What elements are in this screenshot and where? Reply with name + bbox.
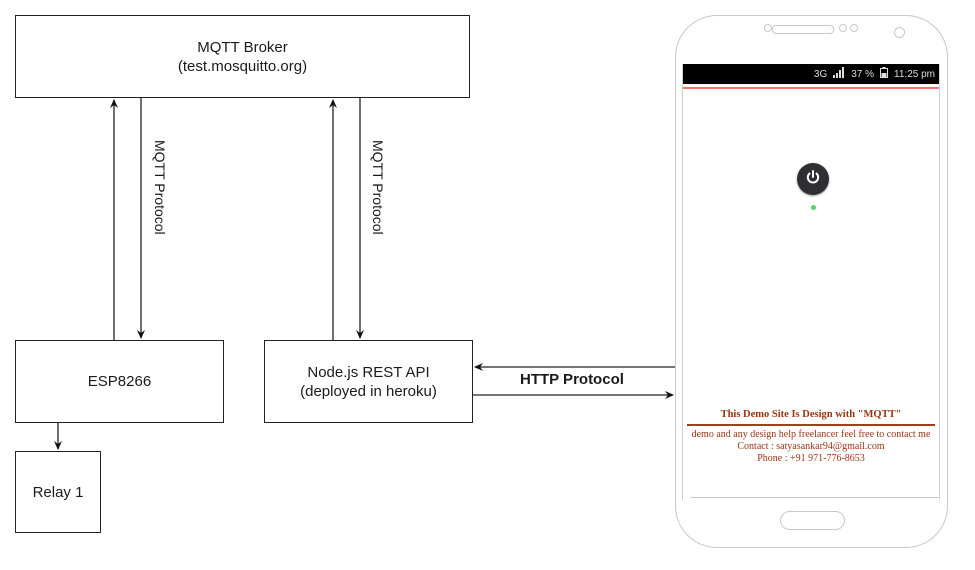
smartphone-mockup: 3G 37 % 11:25 pm This Demo Site Is Desig… <box>675 15 948 548</box>
mqtt-broker-node: MQTT Broker (test.mosquitto.org) <box>15 15 470 98</box>
footer-divider <box>687 424 935 426</box>
mqtt-protocol-label-right: MQTT Protocol <box>370 140 386 235</box>
footer-title: This Demo Site Is Design with "MQTT" <box>720 409 902 420</box>
footer-contact-email[interactable]: Contact : satyasankar94@gmail.com <box>737 440 885 452</box>
mqtt-protocol-label-left: MQTT Protocol <box>152 140 168 235</box>
power-toggle-button[interactable] <box>797 163 829 195</box>
broker-title: MQTT Broker <box>197 38 288 56</box>
nodejs-api-node: Node.js REST API (deployed in heroku) <box>264 340 473 423</box>
esp-label: ESP8266 <box>87 373 152 390</box>
status-led-icon <box>811 205 816 210</box>
phone-screen: 3G 37 % 11:25 pm This Demo Site Is Desig… <box>682 64 940 500</box>
footer-description: demo and any design help freelancer feel… <box>691 428 931 440</box>
header-accent-line <box>683 87 939 89</box>
nodeapi-host: (deployed in heroku) <box>300 382 437 400</box>
earpiece-speaker-icon <box>772 25 834 34</box>
footer-phone: Phone : +91 971-776-8653 <box>757 452 865 464</box>
relay-node: Relay 1 <box>15 451 101 533</box>
screen-bottom-divider <box>691 497 939 498</box>
sensor-dot-icon <box>764 24 772 32</box>
power-icon <box>805 169 821 190</box>
battery-percent: 37 % <box>851 68 875 80</box>
battery-icon <box>880 67 889 81</box>
relay-label: Relay 1 <box>32 483 84 501</box>
sensor-dot-icon <box>839 24 847 32</box>
status-bar: 3G 37 % 11:25 pm <box>683 64 939 84</box>
nodeapi-title: Node.js REST API <box>307 363 430 381</box>
front-camera-icon <box>894 27 905 38</box>
sensor-dot-icon <box>850 24 858 32</box>
home-button[interactable] <box>780 511 845 530</box>
clock: 11:25 pm <box>894 68 935 80</box>
esp8266-node: ESP8266 <box>15 340 224 423</box>
broker-host: (test.mosquitto.org) <box>177 57 308 75</box>
signal-icon <box>833 67 845 81</box>
http-protocol-label: HTTP Protocol <box>520 371 624 388</box>
page-footer: This Demo Site Is Design with "MQTT" dem… <box>683 409 939 465</box>
network-type: 3G <box>813 68 828 80</box>
